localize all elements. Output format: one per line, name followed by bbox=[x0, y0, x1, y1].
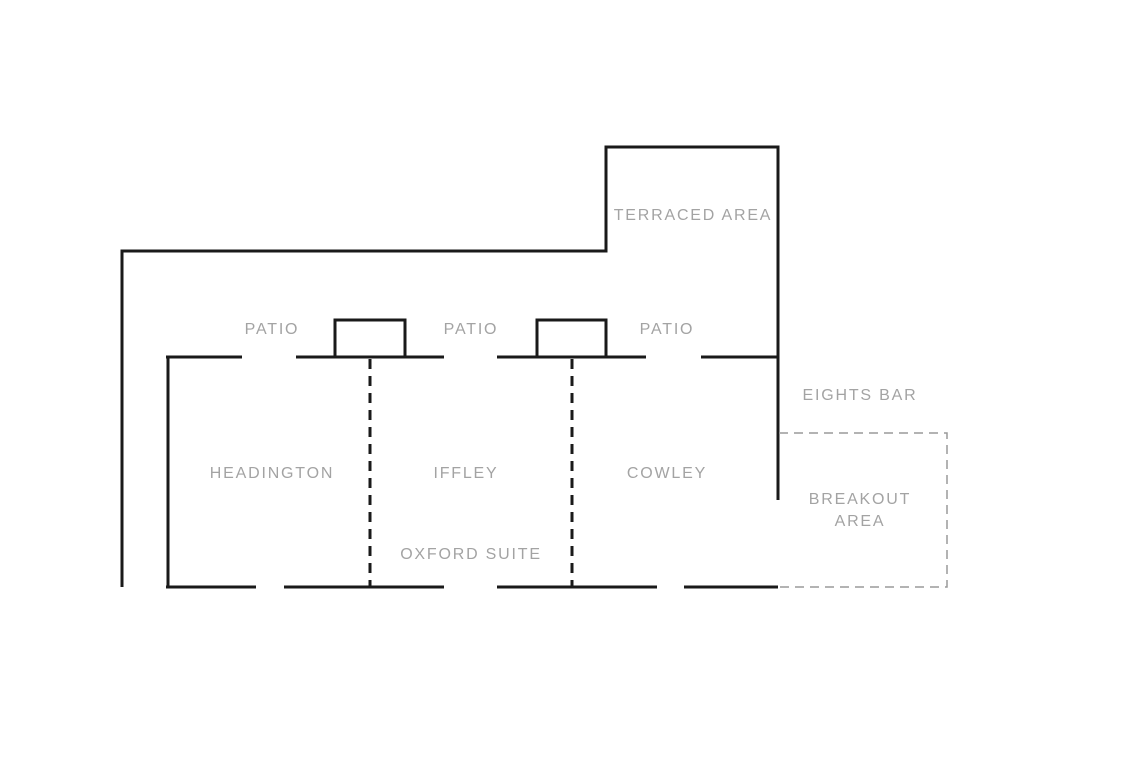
bumpout-left bbox=[333, 318, 407, 357]
label-iffley: IFFLEY bbox=[433, 465, 498, 482]
label-eights-bar: EIGHTS BAR bbox=[803, 387, 918, 404]
label-oxford-suite: OXFORD SUITE bbox=[400, 546, 542, 563]
breakout-area-boundary bbox=[779, 432, 948, 588]
label-patio-left: PATIO bbox=[245, 321, 300, 338]
outer-wall bbox=[120, 145, 780, 587]
label-breakout-line2: AREA bbox=[835, 513, 886, 530]
label-breakout-line1: BREAKOUT bbox=[809, 491, 911, 508]
label-patio-right: PATIO bbox=[640, 321, 695, 338]
bumpout-right bbox=[535, 318, 608, 357]
label-headington: HEADINGTON bbox=[210, 465, 334, 482]
label-terraced-area: TERRACED AREA bbox=[614, 207, 773, 224]
label-patio-middle: PATIO bbox=[444, 321, 499, 338]
label-cowley: COWLEY bbox=[627, 465, 707, 482]
